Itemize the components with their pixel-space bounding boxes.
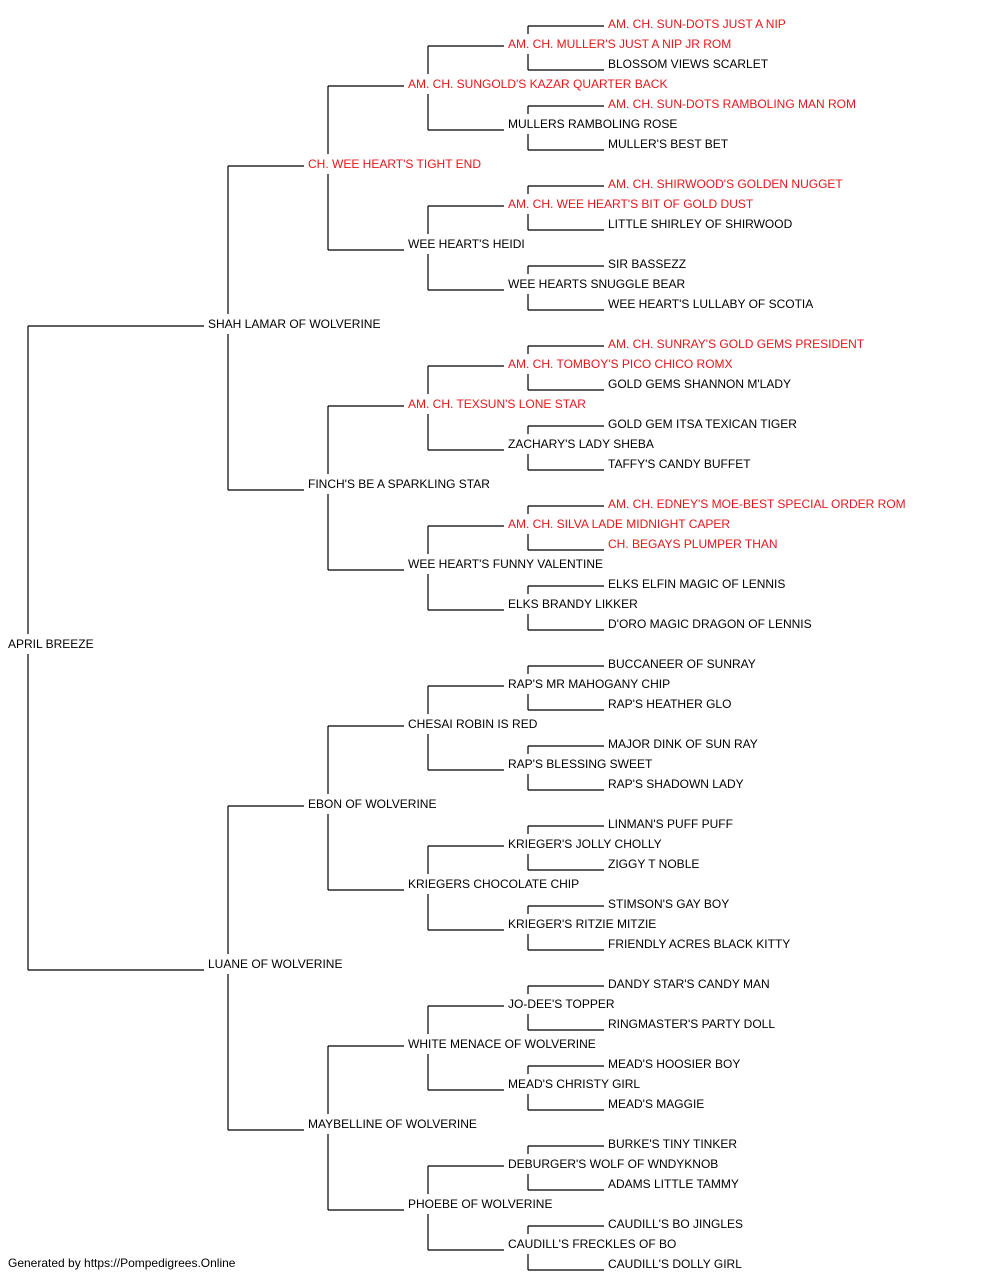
champion-name: AM. CH. EDNEY'S MOE-BEST SPECIAL ORDER R… [608, 497, 906, 511]
dog-name: RAP'S HEATHER GLO [608, 697, 731, 711]
dog-name: TAFFY'S CANDY BUFFET [608, 457, 751, 471]
champion-name: CH. WEE HEART'S TIGHT END [308, 157, 481, 171]
champion-name: AM. CH. SHIRWOOD'S GOLDEN NUGGET [608, 177, 843, 191]
dog-name: RAP'S SHADOWN LADY [608, 777, 744, 791]
dog-name: GOLD GEM ITSA TEXICAN TIGER [608, 417, 797, 431]
dog-name: FINCH'S BE A SPARKLING STAR [308, 477, 490, 491]
dog-name: SIR BASSEZZ [608, 257, 686, 271]
dog-name: PHOEBE OF WOLVERINE [408, 1197, 552, 1211]
dog-name: MAYBELLINE OF WOLVERINE [308, 1117, 477, 1131]
dog-name: RAP'S BLESSING SWEET [508, 757, 653, 771]
dog-name: WHITE MENACE OF WOLVERINE [408, 1037, 596, 1051]
dog-name: CAUDILL'S FRECKLES OF BO [508, 1237, 676, 1251]
dog-name: BUCCANEER OF SUNRAY [608, 657, 756, 671]
dog-name: BURKE'S TINY TINKER [608, 1137, 737, 1151]
dog-name: ZIGGY T NOBLE [608, 857, 699, 871]
dog-name: MAJOR DINK OF SUN RAY [608, 737, 758, 751]
dog-name: DANDY STAR'S CANDY MAN [608, 977, 770, 991]
dog-name: BLOSSOM VIEWS SCARLET [608, 57, 769, 71]
dog-name: SHAH LAMAR OF WOLVERINE [208, 317, 380, 331]
dog-name: EBON OF WOLVERINE [308, 797, 436, 811]
dog-name: WEE HEART'S HEIDI [408, 237, 525, 251]
dog-name: KRIEGER'S JOLLY CHOLLY [508, 837, 662, 851]
dog-name: WEE HEART'S LULLABY OF SCOTIA [608, 297, 813, 311]
dog-name: FRIENDLY ACRES BLACK KITTY [608, 937, 790, 951]
dog-name: GOLD GEMS SHANNON M'LADY [608, 377, 791, 391]
dog-name: MEAD'S HOOSIER BOY [608, 1057, 740, 1071]
champion-name: CH. BEGAYS PLUMPER THAN [608, 537, 778, 551]
dog-name: LINMAN'S PUFF PUFF [608, 817, 733, 831]
champion-name: AM. CH. SUNGOLD'S KAZAR QUARTER BACK [408, 77, 667, 91]
champion-name: AM. CH. MULLER'S JUST A NIP JR ROM [508, 37, 731, 51]
champion-name: AM. CH. WEE HEART'S BIT OF GOLD DUST [508, 197, 754, 211]
dog-name: MEAD'S MAGGIE [608, 1097, 704, 1111]
champion-name: AM. CH. SILVA LADE MIDNIGHT CAPER [508, 517, 730, 531]
dog-name: CAUDILL'S DOLLY GIRL [608, 1257, 742, 1271]
dog-name: MULLERS RAMBOLING ROSE [508, 117, 677, 131]
champion-name: AM. CH. TOMBOY'S PICO CHICO ROMX [508, 357, 733, 371]
dog-name: LITTLE SHIRLEY OF SHIRWOOD [608, 217, 793, 231]
dog-name: DEBURGER'S WOLF OF WNDYKNOB [508, 1157, 718, 1171]
dog-name: LUANE OF WOLVERINE [208, 957, 342, 971]
dog-name: MEAD'S CHRISTY GIRL [508, 1077, 640, 1091]
dog-name: KRIEGER'S RITZIE MITZIE [508, 917, 656, 931]
dog-name: ADAMS LITTLE TAMMY [608, 1177, 739, 1191]
footer-credit: Generated by https://Pompedigrees.Online [8, 1256, 236, 1270]
dog-name: ELKS ELFIN MAGIC OF LENNIS [608, 577, 785, 591]
dog-name: STIMSON'S GAY BOY [608, 897, 729, 911]
dog-name: WEE HEARTS SNUGGLE BEAR [508, 277, 685, 291]
dog-name: RAP'S MR MAHOGANY CHIP [508, 677, 670, 691]
dog-name: APRIL BREEZE [8, 637, 94, 651]
champion-name: AM. CH. TEXSUN'S LONE STAR [408, 397, 586, 411]
dog-name: RINGMASTER'S PARTY DOLL [608, 1017, 775, 1031]
dog-name: CAUDILL'S BO JINGLES [608, 1217, 743, 1231]
dog-name: MULLER'S BEST BET [608, 137, 729, 151]
dog-name: CHESAI ROBIN IS RED [408, 717, 538, 731]
champion-name: AM. CH. SUNRAY'S GOLD GEMS PRESIDENT [608, 337, 865, 351]
dog-name: ZACHARY'S LADY SHEBA [508, 437, 654, 451]
champion-name: AM. CH. SUN-DOTS RAMBOLING MAN ROM [608, 97, 856, 111]
dog-name: WEE HEART'S FUNNY VALENTINE [408, 557, 603, 571]
dog-name: JO-DEE'S TOPPER [508, 997, 615, 1011]
dog-name: KRIEGERS CHOCOLATE CHIP [408, 877, 579, 891]
champion-name: AM. CH. SUN-DOTS JUST A NIP [608, 17, 786, 31]
dog-name: ELKS BRANDY LIKKER [508, 597, 638, 611]
dog-name: D'ORO MAGIC DRAGON OF LENNIS [608, 617, 812, 631]
